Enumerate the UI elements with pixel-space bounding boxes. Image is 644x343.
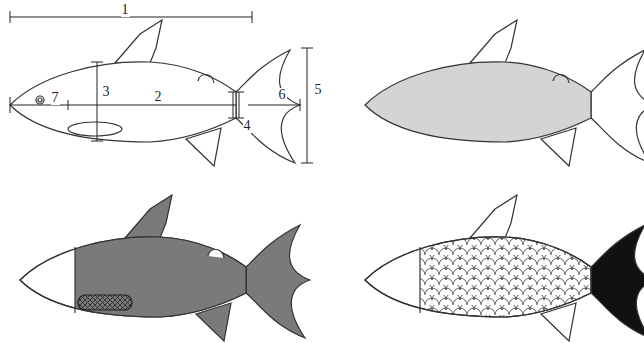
callout-number: 4: [243, 119, 252, 133]
callout-number: 2: [154, 90, 163, 104]
callout-number: 7: [51, 91, 60, 105]
callout-number: 1: [121, 3, 130, 17]
callout-number: 5: [314, 83, 323, 97]
callout-number: 3: [102, 85, 111, 99]
callout-number: 6: [278, 88, 287, 102]
